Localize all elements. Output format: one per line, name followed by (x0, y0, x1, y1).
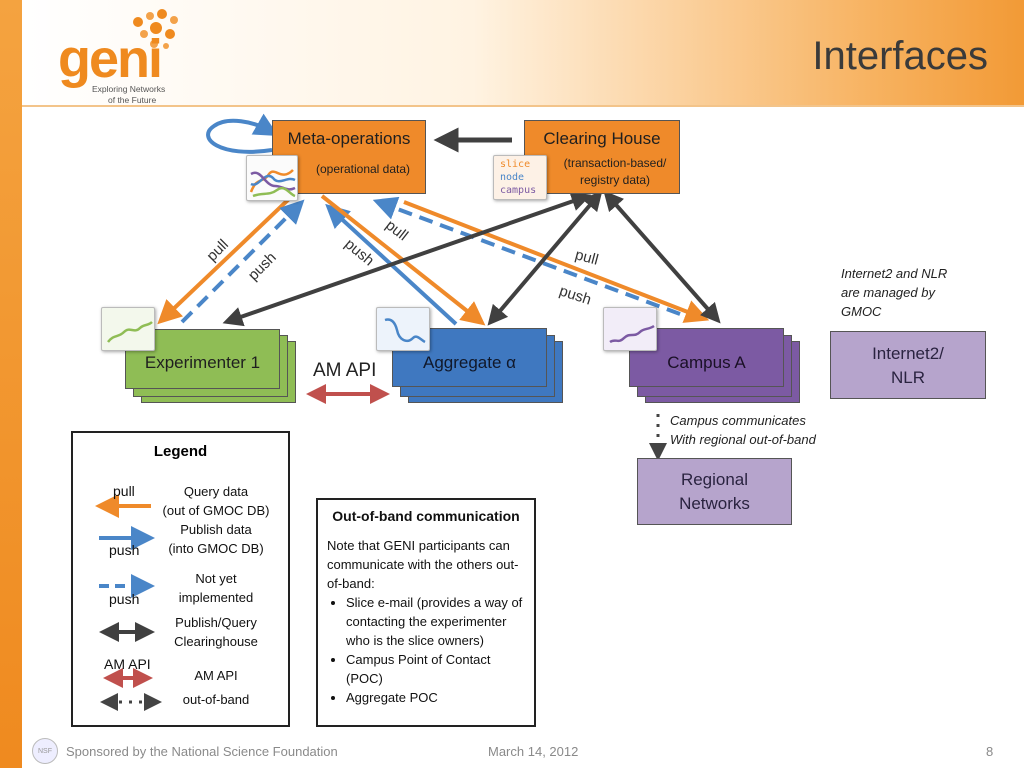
legend-desc-pull-1: Query data (183, 484, 249, 499)
registry-item-node: node (500, 172, 525, 183)
logo-tagline-1: Exploring Networks (92, 84, 166, 94)
internet2-label-line2: NLR (890, 368, 925, 387)
out-of-band-title: Out-of-band communication (332, 508, 520, 524)
legend-desc-planned-2: implemented (178, 590, 254, 605)
campus-note-line1: Campus communicates (670, 413, 806, 428)
left-accent-bar (0, 0, 22, 768)
legend-desc-planned-1: Not yet (195, 571, 237, 586)
legend-arrow-samples (95, 494, 162, 711)
geni-logo: geni (58, 29, 163, 89)
logo-tagline-2: of the Future (108, 95, 157, 105)
footer-sponsor: Sponsored by the National Science Founda… (66, 744, 338, 759)
header-band (22, 0, 1024, 106)
clearing-house-box: Clearing House (transaction-based/ regis… (524, 120, 680, 194)
clearing-house-title: Clearing House (543, 129, 661, 148)
campus-graph-icon (603, 307, 657, 351)
campus-label: Campus A (667, 353, 746, 372)
legend-word-push: push (109, 542, 140, 558)
header-divider (22, 105, 1024, 107)
legend-title: Legend (153, 443, 208, 460)
regional-label-line2: Networks (679, 494, 750, 513)
legend-desc-pull-2: (out of GMOC DB) (162, 503, 270, 518)
aggregate-label: Aggregate α (422, 353, 516, 372)
legend-desc-out-of-band: out-of-band (182, 692, 250, 707)
legend-word-pull: pull (113, 483, 135, 499)
internet2-nlr-box: Internet2/ NLR (830, 331, 986, 399)
aggregate-graph-icon (376, 307, 430, 351)
legend-word-push-dashed: push (109, 591, 140, 607)
geni-logo-dots-icon (133, 9, 178, 49)
nsf-seal-icon: NSF (32, 738, 58, 764)
legend-desc-clearinghouse-1: Publish/Query (175, 615, 257, 630)
legend-box: Legend pull Query data (out of GMOC DB) … (71, 431, 290, 727)
footer-page-number: 8 (986, 744, 994, 759)
regional-networks-box: Regional Networks (637, 458, 792, 525)
campus-note-line2: With regional out-of-band (670, 432, 816, 447)
legend-word-am-api: AM API (104, 656, 151, 672)
experimenter-label: Experimenter 1 (144, 353, 261, 372)
clearing-house-subtitle-1: (transaction-based/ (563, 156, 667, 170)
legend-desc-push-2: (into GMOC DB) (168, 541, 264, 556)
meta-operations-subtitle: (operational data) (315, 162, 411, 176)
regional-label-line1: Regional (680, 470, 749, 489)
legend-desc-push-1: Publish data (180, 522, 252, 537)
experimenter-graph-icon (101, 307, 155, 351)
out-of-band-bullet-campus-poc: Campus Point of Contact (POC) (346, 650, 529, 688)
out-of-band-bullet-email: Slice e-mail (provides a way of contacti… (346, 593, 529, 650)
page-title: Interfaces (812, 34, 988, 78)
registry-item-slice: slice (500, 159, 531, 170)
internet2-note-line3: GMOC (841, 304, 882, 319)
registry-item-campus: campus (500, 185, 537, 196)
am-api-label: AM API (313, 360, 377, 381)
internet2-note-line2: are managed by (841, 285, 935, 300)
registry-database-icon: slice node campus (493, 155, 547, 200)
legend-desc-clearinghouse-2: Clearinghouse (174, 634, 258, 649)
footer-date: March 14, 2012 (488, 744, 579, 759)
operational-data-graph-icon (246, 155, 298, 201)
out-of-band-box: Out-of-band communication Note that GENI… (316, 498, 536, 727)
meta-operations-title: Meta-operations (287, 129, 411, 148)
out-of-band-bullet-aggregate-poc: Aggregate POC (346, 688, 529, 707)
internet2-note-line1: Internet2 and NLR (841, 266, 948, 281)
legend-desc-am-api: AM API (194, 668, 238, 683)
internet2-label-line1: Internet2/ (872, 344, 944, 363)
out-of-band-intro: Note that GENI participants can communic… (327, 538, 519, 591)
clearing-house-subtitle-2: registry data) (579, 173, 651, 187)
experimenter-box: Experimenter 1 (125, 329, 280, 389)
